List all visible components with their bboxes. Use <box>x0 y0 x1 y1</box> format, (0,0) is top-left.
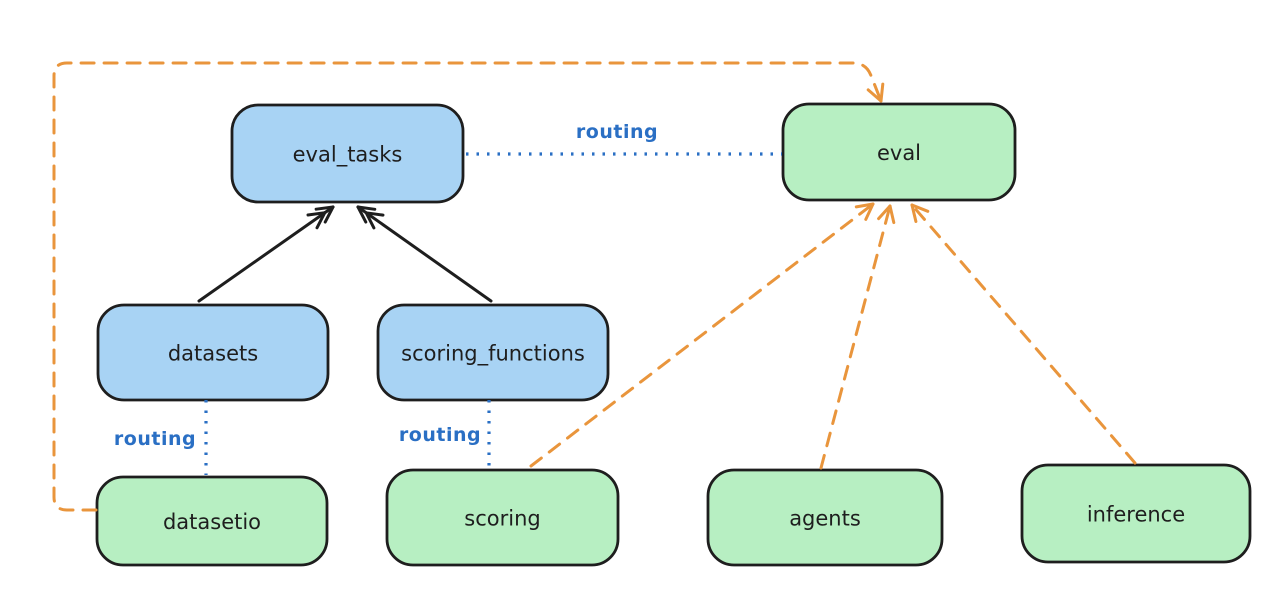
node-box <box>385 468 620 567</box>
edge-datasets-to-eval_tasks <box>197 205 335 303</box>
edge-datasetio-to-eval <box>52 61 885 512</box>
node-inference: inference <box>1020 463 1252 564</box>
edge-label-routing-top: routing <box>576 121 658 143</box>
edge-label-routing-mid: routing <box>399 424 481 446</box>
edge-line <box>356 205 493 303</box>
node-box <box>706 468 944 567</box>
arrowhead-stroke <box>864 202 875 221</box>
node-box <box>376 303 610 402</box>
node-datasetio: datasetio <box>95 475 329 567</box>
node-box <box>230 103 465 204</box>
arrowhead-stroke <box>364 211 385 217</box>
arrowhead-stroke <box>306 211 327 217</box>
arrowhead-stroke <box>879 82 885 103</box>
edge-line <box>52 61 883 512</box>
arrowhead-stroke <box>315 211 327 230</box>
arrowhead-stroke <box>364 211 376 230</box>
edge-scoring_functions-to-eval_tasks <box>356 205 493 303</box>
node-scoring: scoring <box>385 468 620 567</box>
edge-line <box>910 203 1137 465</box>
node-label: datasets <box>168 342 258 366</box>
arrowhead-stroke <box>910 203 918 223</box>
node-scoring_functions: scoring_functions <box>376 303 610 402</box>
edge-inference-to-eval <box>910 203 1137 465</box>
node-box <box>95 475 329 567</box>
node-datasets: datasets <box>96 303 330 402</box>
edge-line <box>529 202 875 468</box>
node-label: agents <box>789 507 861 531</box>
node-label: scoring <box>464 507 540 531</box>
node-agents: agents <box>706 468 944 567</box>
arrowhead-stroke <box>866 88 883 103</box>
edge-line <box>197 205 335 303</box>
arrowhead-stroke <box>356 205 368 224</box>
arrowhead-stroke <box>910 203 930 213</box>
node-label: inference <box>1087 503 1185 527</box>
node-label: scoring_functions <box>401 342 585 367</box>
edge-scoring-to-eval <box>529 202 875 468</box>
arrowhead-stroke <box>323 205 335 224</box>
node-label: eval_tasks <box>293 143 403 168</box>
arrowhead-stroke <box>854 202 875 209</box>
node-box <box>96 303 330 402</box>
arrowhead-stroke <box>356 205 377 211</box>
edge-line <box>819 204 892 470</box>
node-box <box>1020 463 1252 564</box>
arrowhead-stroke <box>888 204 896 225</box>
node-box <box>781 102 1017 202</box>
arrowhead-stroke <box>877 204 892 221</box>
arrowhead-stroke <box>314 205 335 211</box>
edge-agents-to-eval <box>819 204 896 470</box>
node-eval_tasks: eval_tasks <box>230 103 465 204</box>
node-eval: eval <box>781 102 1017 202</box>
node-label: eval <box>877 141 921 165</box>
node-label: datasetio <box>163 510 261 534</box>
edge-label-routing-left: routing <box>114 428 196 450</box>
